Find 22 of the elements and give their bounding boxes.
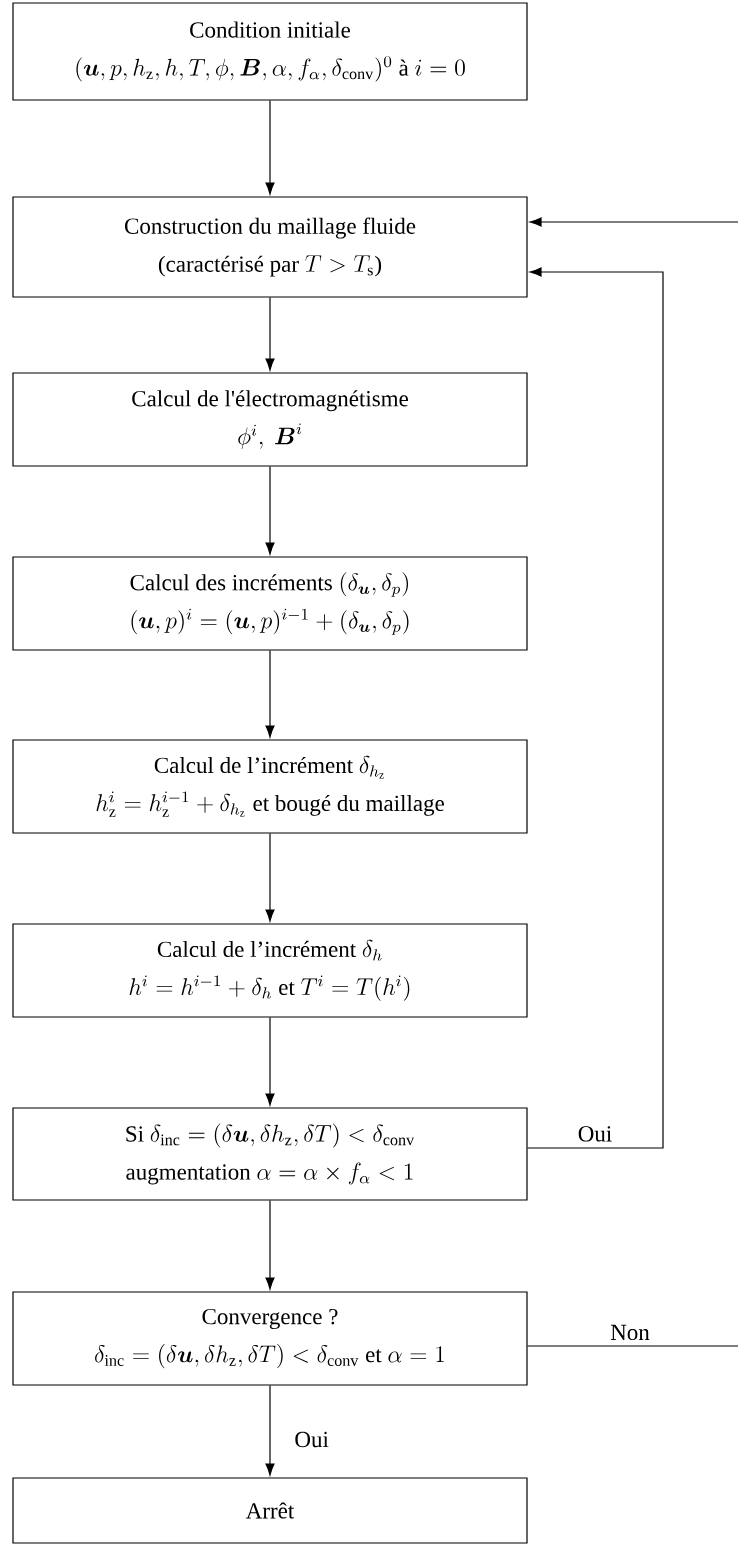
arrow [265,1017,275,1106]
arrow [527,267,664,1149]
process-box: $\text{Calcul des incréments } (\delta_{\boldsymbol{u}}, \delta_p)$ $(\boldsymbol{u}, p)^i = (\boldsymbol{u}, p)^{i-1} + (\delta_{\boldsymbol{u}}, \delta_p)$ [12,556,528,651]
arrow [265,833,275,922]
edge-label: Oui [292,1429,331,1450]
process-box: Calcul de l'électromagnétisme $\phi^i,\ \boldsymbol{B}^i$ [12,372,528,467]
process-box: $\text{Si } \delta_{\mathrm{inc}} = (\delta \boldsymbol{u}, \delta h_{\mathrm{z}}, \delta T) < \delta_{\mathrm{conv}}$ $\text{augmentation } \alpha = \alpha \times f_{\alpha} < 1$ [12,1107,528,1201]
process-box: Construction du maillage fluide $\text{(caractérisé par } T > T_{\mathrm{s}}\text{)}$ [12,196,528,298]
arrow [265,1385,275,1476]
process-box: Convergence ? $\delta_{\mathrm{inc}} = (\delta \boldsymbol{u}, \delta h_{\mathrm{z}}, \delta T) < \delta_{\mathrm{conv}} \text{ et } \alpha = 1$ [12,1291,528,1386]
process-box: $\text{Calcul de l'incrément } \delta_{h_{\mathrm{z}}}$ $h_{\mathrm{z}}^i = h_{\mathrm{z}}^{i-1} + \delta_{h_{\mathrm{z}}} \text{ et bougé du maillage}$ [12,739,528,834]
arrow [265,466,275,555]
arrow [265,1200,275,1290]
process-box: Condition initiale $(\boldsymbol{u}, p, h_{\mathrm{z}}, h, T, \phi, \boldsymbol{B}, \alpha, f_{\alpha}, \delta_{\mathrm{conv}})^0 \text{ à } i = 0$ [12,2,528,101]
arrow [265,100,275,195]
process-box: Arrêt [12,1477,528,1544]
edge-label: Non [608,1322,652,1343]
arrow [265,650,275,738]
process-box: $\text{Calcul de l'incrément } \delta_h$ $h^i = h^{i-1} + \delta_h \text{ et } T^i = T(h^i)$ [12,923,528,1018]
edge-label: Oui [575,1124,615,1144]
arrow [265,297,275,371]
arrow [527,217,738,1347]
